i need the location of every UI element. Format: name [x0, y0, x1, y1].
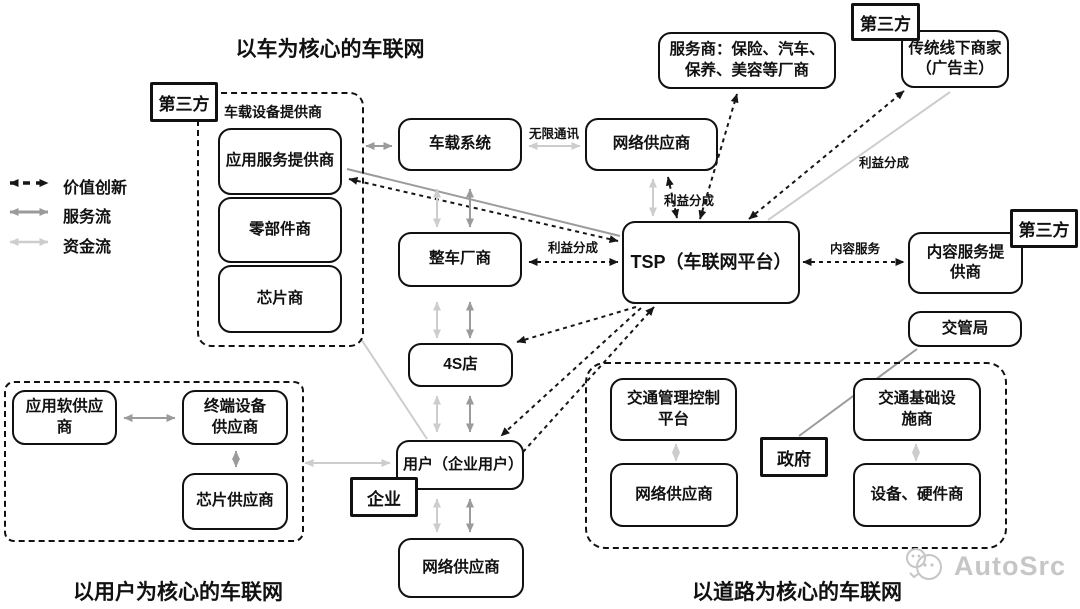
legend-label-value-innovation: 价值创新	[63, 180, 128, 197]
tag-third-party-right: 第三方	[1010, 209, 1078, 248]
capital-flow-connectors	[304, 91, 951, 533]
watermark: AutoSrc	[902, 546, 1066, 587]
autosrc-logo-icon	[902, 546, 948, 587]
node-device-hardware: 设备、硬件商	[853, 463, 981, 527]
edge-label-content-service: 内容服务	[829, 242, 880, 256]
group-label-car-device-provider: 车载设备提供商	[224, 104, 322, 120]
node-oem: 整车厂商	[398, 232, 522, 287]
node-tsp-platform: TSP（车联网平台）	[622, 221, 800, 304]
node-terminal-provider: 终端设备 供应商	[182, 390, 288, 445]
title-user-core: 以用户为核心的车联网	[73, 581, 283, 604]
node-content-provider: 内容服务提 供商	[908, 232, 1023, 294]
edge-label-wireless: 无限通讯	[528, 127, 579, 141]
node-app-service-provider: 应用服务提供商	[218, 128, 342, 195]
node-traffic-mgmt-platform: 交通管理控制 平台	[610, 378, 737, 441]
node-4s-dealer: 4S店	[408, 343, 513, 387]
node-chip-supplier: 芯片供应商	[182, 473, 288, 530]
title-road-core: 以道路为核心的车联网	[692, 581, 902, 604]
edge-label-profit-share-offline: 利益分成	[858, 156, 909, 170]
edge-label-profit-share-oem: 利益分成	[547, 241, 598, 255]
tag-enterprise: 企业	[350, 477, 418, 517]
node-traffic-infra: 交通基础设 施商	[853, 378, 981, 441]
node-app-soft-provider: 应用软供应商	[12, 390, 117, 445]
node-network-provider-gov: 网络供应商	[610, 463, 738, 527]
group-user-core	[4, 381, 304, 542]
edge-label-profit-share-network: 利益分成	[663, 194, 714, 208]
tag-third-party-left: 第三方	[150, 82, 218, 122]
title-car-core: 以车为核心的车联网	[235, 38, 425, 61]
node-vehicle-system: 车载系统	[398, 118, 522, 171]
node-network-provider-bottom: 网络供应商	[398, 538, 524, 598]
node-service-merchants: 服务商：保险、汽车、 保养、美容等厂商	[658, 32, 836, 89]
watermark-text: AutoSrc	[954, 551, 1067, 581]
legend-label-service-flow: 服务流	[63, 209, 112, 226]
node-network-provider-top: 网络供应商	[585, 118, 718, 171]
node-parts-maker: 零部件商	[218, 197, 342, 263]
node-chip-maker: 芯片商	[218, 265, 342, 333]
tag-government: 政府	[760, 437, 828, 477]
legend-label-capital-flow: 资金流	[63, 239, 112, 256]
node-offline-merchants: 传统线下商家 （广告主）	[901, 30, 1009, 88]
group-road-core	[585, 362, 1007, 549]
tag-third-party-top: 第三方	[851, 3, 920, 41]
node-traffic-bureau: 交管局	[908, 311, 1022, 347]
